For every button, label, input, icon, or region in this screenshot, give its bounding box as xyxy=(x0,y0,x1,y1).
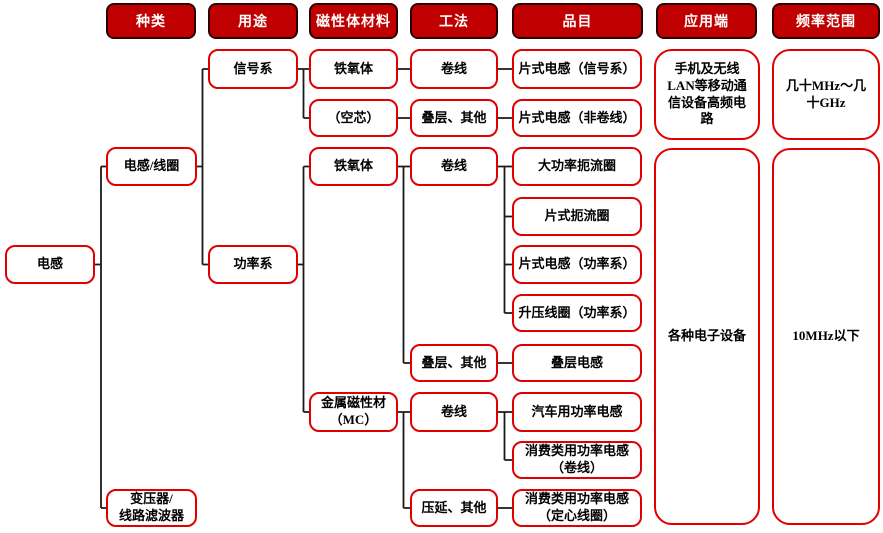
node-wound-mc: 卷线 xyxy=(410,392,498,432)
node-high-power-choke: 大功率扼流圈 xyxy=(512,147,642,186)
header-process: 工法 xyxy=(410,3,498,39)
header-application: 应用端 xyxy=(656,3,757,39)
node-consumer-power-inductor-wound: 消费类用功率电感 （卷线） xyxy=(512,441,642,479)
node-ferrite-power: 铁氧体 xyxy=(309,147,398,186)
header-frequency-range: 频率范围 xyxy=(772,3,880,39)
node-transformer-line-filter: 变压器/ 线路滤波器 xyxy=(106,489,197,527)
node-power-system: 功率系 xyxy=(208,245,298,284)
node-signal-system: 信号系 xyxy=(208,49,298,89)
node-app-mobile-hf: 手机及无线 LAN等移动通 信设备高频电 路 xyxy=(654,49,760,140)
node-chip-inductor-nonwound: 片式电感（非卷线） xyxy=(512,99,642,137)
node-laminated-other-signal: 叠层、其他 xyxy=(410,99,498,137)
node-chip-inductor-signal: 片式电感（信号系） xyxy=(512,49,642,89)
node-inductor-coil: 电感/线圈 xyxy=(106,147,197,186)
node-automotive-power-inductor: 汽车用功率电感 xyxy=(512,392,642,432)
node-laminated-inductor: 叠层电感 xyxy=(512,344,642,382)
node-freq-high: 几十MHz～几 十GHz xyxy=(772,49,880,140)
node-app-general-electronics: 各种电子设备 xyxy=(654,148,760,525)
node-consumer-power-inductor-core: 消费类用功率电感 （定心线圈） xyxy=(512,489,642,527)
node-metal-magnetic-mc: 金属磁性材 （MC） xyxy=(309,392,398,432)
node-air-core: （空芯） xyxy=(309,99,398,137)
header-type: 种类 xyxy=(106,3,196,39)
header-items: 品目 xyxy=(512,3,643,39)
node-wound-signal: 卷线 xyxy=(410,49,498,89)
node-laminated-other-power: 叠层、其他 xyxy=(410,344,498,382)
node-chip-choke: 片式扼流圈 xyxy=(512,197,642,236)
node-inductor-root: 电感 xyxy=(5,245,95,284)
header-magnetic-material: 磁性体材料 xyxy=(309,3,398,39)
header-usage: 用途 xyxy=(208,3,298,39)
node-wound-power: 卷线 xyxy=(410,147,498,186)
node-ferrite-signal: 铁氧体 xyxy=(309,49,398,89)
node-rolled-other: 压延、其他 xyxy=(410,489,498,527)
node-boost-coil-power: 升压线圈（功率系） xyxy=(512,294,642,332)
node-freq-low: 10MHz以下 xyxy=(772,148,880,525)
node-chip-inductor-power: 片式电感（功率系） xyxy=(512,245,642,284)
